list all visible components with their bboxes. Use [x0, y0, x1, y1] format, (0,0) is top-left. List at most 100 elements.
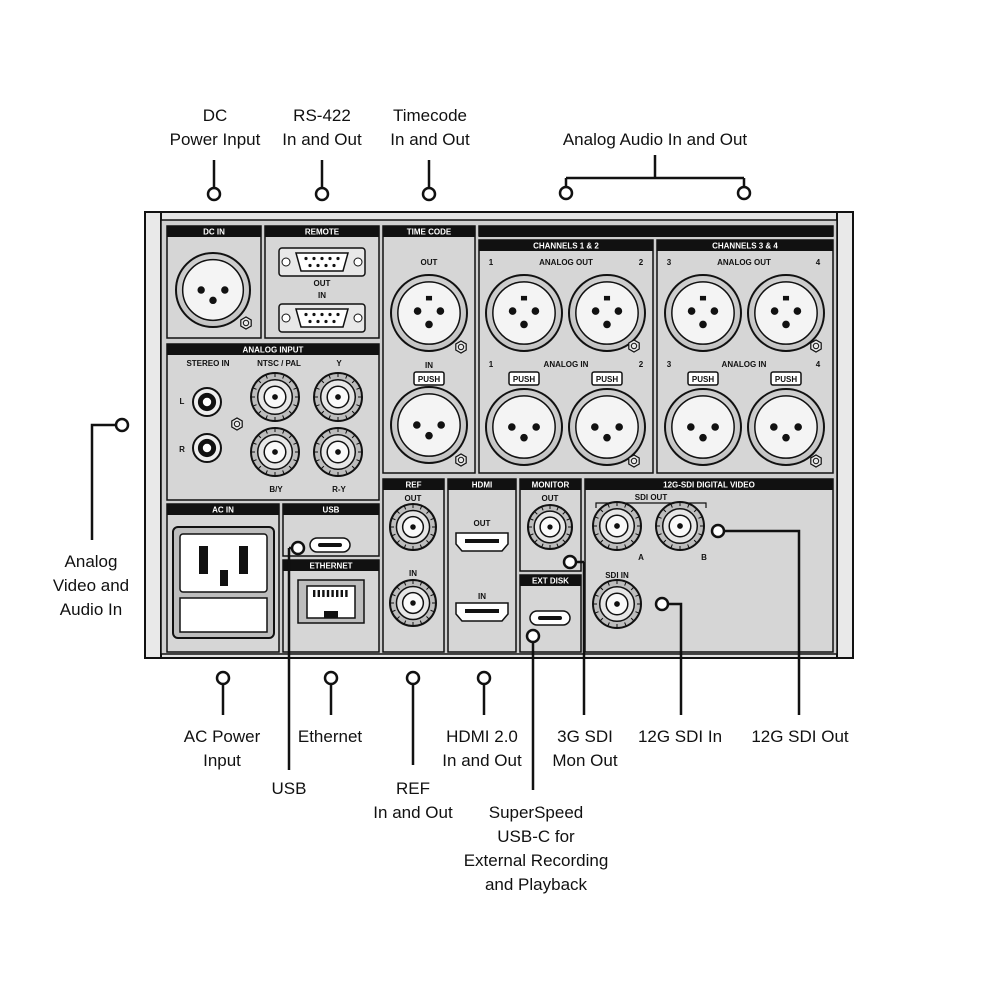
- callout-dot-icon: [558, 185, 574, 201]
- ref-out-label: OUT: [405, 494, 422, 503]
- screw-icon: [455, 453, 467, 467]
- section-title: ETHERNET: [309, 562, 352, 571]
- usb-c-port-icon: [309, 537, 351, 553]
- b-y-label: B/Y: [269, 485, 283, 494]
- push-label: PUSH: [775, 375, 797, 384]
- sdi-b-label: B: [701, 553, 707, 562]
- section-hdmi: HDMI: [447, 478, 517, 653]
- ch3-label: 3: [667, 258, 672, 267]
- bnc-connector-icon: [313, 427, 363, 477]
- rca-jack-icon: [192, 433, 222, 463]
- callout-dot-icon: [323, 670, 339, 686]
- push-label: PUSH: [692, 375, 714, 384]
- section-header: [520, 479, 581, 490]
- section-title: CHANNELS 3 & 4: [712, 242, 778, 251]
- hdmi-port-icon: [455, 532, 509, 552]
- ch3-label: 3: [667, 360, 672, 369]
- hdmi-out-label: OUT: [474, 519, 491, 528]
- ch4-label: 4: [816, 360, 821, 369]
- tc-in-label: IN: [425, 361, 433, 370]
- y-label: Y: [336, 359, 342, 368]
- dc-in-connector-icon: [175, 252, 251, 328]
- ch2-label: 2: [639, 258, 644, 267]
- callout-analog-audio: Analog Audio In and Out: [563, 130, 748, 149]
- section-title: REMOTE: [305, 228, 340, 237]
- ch1-label: 1: [489, 258, 494, 267]
- bnc-connector-icon: [389, 579, 437, 627]
- ch4-label: 4: [816, 258, 821, 267]
- bnc-connector-icon: [655, 501, 705, 551]
- section-header: [167, 226, 261, 237]
- push-label: PUSH: [418, 375, 440, 384]
- screw-icon: [455, 340, 467, 354]
- xlr-connector-icon: [747, 274, 825, 352]
- xlr-connector-icon: [664, 388, 742, 466]
- xlr-connector-icon: [568, 388, 646, 466]
- callout-dot-icon: [710, 523, 726, 539]
- analog-in-label: ANALOG IN: [722, 360, 767, 369]
- leader-line: [724, 529, 801, 715]
- ethernet-rj45-port-icon: [297, 579, 365, 624]
- callout-dot-icon: [206, 186, 222, 202]
- stereo-in-label: STEREO IN: [186, 359, 229, 368]
- callout-sdi-12g-out: 12G SDI Out: [751, 727, 849, 746]
- remote-out-label: OUT: [314, 279, 331, 288]
- tc-out-label: OUT: [421, 258, 438, 267]
- sdi-out-bracket: [595, 502, 707, 508]
- callout-dot-icon: [562, 554, 578, 570]
- tc-in-connector-icon: [390, 386, 468, 464]
- section-header: [448, 479, 516, 490]
- section-header: [657, 240, 833, 251]
- section-audio-header: [478, 225, 834, 237]
- screw-icon: [231, 417, 243, 431]
- push-label: PUSH: [596, 375, 618, 384]
- leader-line: [667, 602, 683, 715]
- ch2-label: 2: [639, 360, 644, 369]
- xlr-connector-icon: [664, 274, 742, 352]
- section-header: [383, 226, 475, 237]
- section-header: [265, 226, 379, 237]
- hdmi-in-label: IN: [478, 592, 486, 601]
- callout-dot-icon: [114, 417, 130, 433]
- screw-icon: [628, 454, 640, 468]
- push-label: PUSH: [513, 375, 535, 384]
- bnc-connector-icon: [313, 372, 363, 422]
- callout-dot-icon: [421, 186, 437, 202]
- callout-dot-icon: [405, 670, 421, 686]
- sdi-out-label: SDI OUT: [635, 493, 668, 502]
- section-title: MONITOR: [532, 481, 570, 490]
- leader-line: [576, 560, 586, 715]
- callout-dot-icon: [314, 186, 330, 202]
- section-header: [479, 240, 653, 251]
- leader-line: [564, 155, 746, 189]
- analog-in-label: ANALOG IN: [544, 360, 589, 369]
- db9-serial-port-icon: [278, 247, 366, 277]
- analog-out-label: ANALOG OUT: [717, 258, 771, 267]
- bnc-connector-icon: [250, 372, 300, 422]
- section-title: ANALOG INPUT: [243, 346, 304, 355]
- push-release-tab: PUSH: [508, 371, 540, 386]
- callout-leader-lines: [90, 155, 801, 790]
- section-header: [383, 479, 444, 490]
- ref-in-label: IN: [409, 569, 417, 578]
- section-title: CHANNELS 1 & 2: [533, 242, 599, 251]
- callout-dot-icon: [290, 540, 306, 556]
- monitor-out-label: OUT: [542, 494, 559, 503]
- sdi-in-label: SDI IN: [605, 571, 629, 580]
- section-header: [167, 504, 279, 515]
- callout-dot-icon: [215, 670, 231, 686]
- section-title: DC IN: [203, 228, 225, 237]
- right-channel-label: R: [179, 445, 185, 454]
- tc-out-connector-icon: [390, 274, 468, 352]
- callout-ethernet: Ethernet: [298, 727, 363, 746]
- connectors: PUSH PUSH PUSH PUSH PUSH: [172, 247, 825, 639]
- section-title: 12G-SDI DIGITAL VIDEO: [663, 481, 755, 490]
- left-channel-label: L: [180, 397, 185, 406]
- push-release-tab: PUSH: [687, 371, 719, 386]
